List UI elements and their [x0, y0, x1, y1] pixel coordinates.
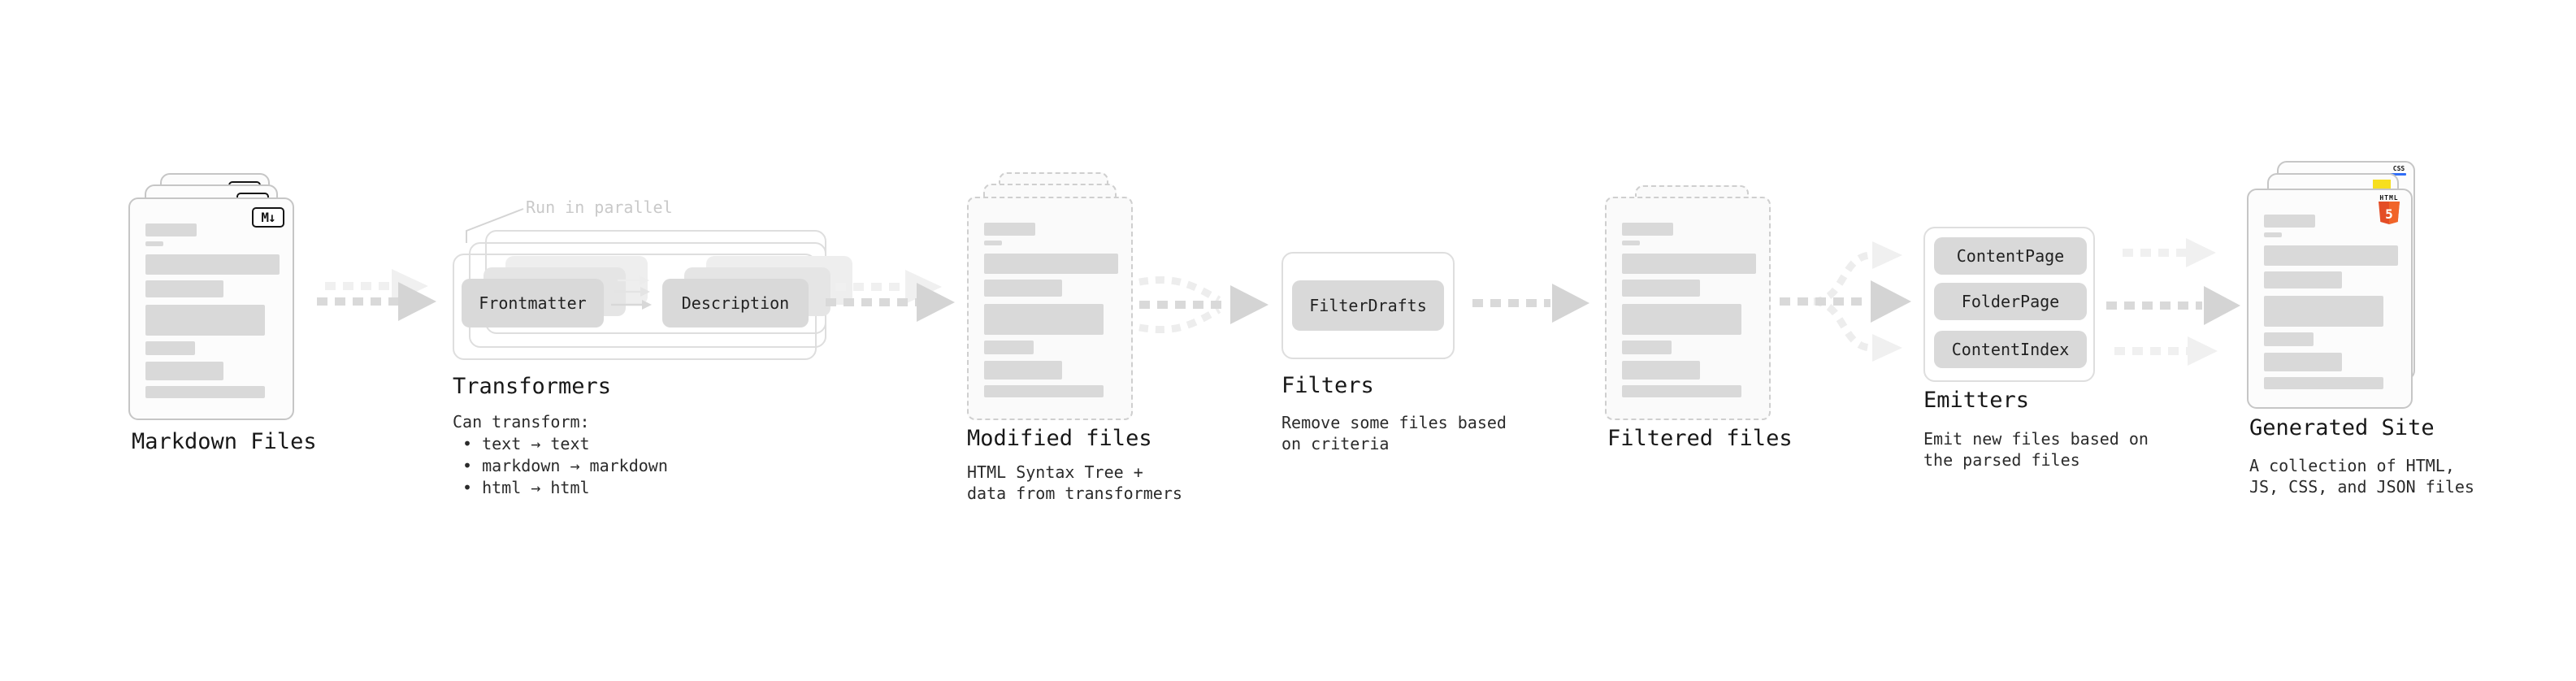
placeholder-bar	[984, 361, 1062, 380]
emitter-frame	[1923, 227, 2095, 382]
description-line: data from transformers	[967, 484, 1182, 503]
emitter-box-folderpage: FolderPage	[1934, 283, 2087, 320]
placeholder-bar	[145, 241, 163, 246]
file-card: HTML 5	[2247, 189, 2413, 409]
placeholder-bar	[2264, 232, 2282, 237]
run-in-parallel-note: Run in parallel	[526, 197, 673, 217]
bullet-item: text → text	[462, 433, 668, 455]
html5-icon: HTML 5	[2379, 194, 2400, 228]
html5-icon-label: HTML	[2379, 194, 2399, 202]
file-card: M↓	[128, 197, 294, 420]
transformer-box-description: Description	[662, 279, 809, 327]
description-line: Emit new files based on	[1923, 429, 2149, 449]
arrow-filtered-to-emitters-fanout	[1780, 241, 1911, 362]
css-icon-label: CSS	[2392, 165, 2405, 172]
bullet-item: html → html	[462, 477, 668, 499]
filters-description: Remove some files based on criteria	[1281, 412, 1507, 454]
css-icon: CSS	[2390, 166, 2408, 176]
description-line: A collection of HTML,	[2249, 456, 2455, 475]
placeholder-bar	[2264, 353, 2342, 371]
file-card-content	[2249, 190, 2411, 407]
file-card-dashed	[1605, 197, 1771, 420]
markdown-icon: M↓	[252, 207, 284, 228]
placeholder-bar	[2264, 332, 2314, 346]
placeholder-bar	[2264, 271, 2342, 288]
placeholder-bar	[145, 362, 223, 380]
generated-description: A collection of HTML, JS, CSS, and JSON …	[2249, 455, 2474, 497]
placeholder-bar	[984, 304, 1104, 335]
placeholder-bar	[1622, 385, 1741, 397]
placeholder-bar	[145, 223, 197, 236]
arrow-modified-to-filters-converge	[1138, 276, 1268, 333]
arrow-markdown-to-transformers	[317, 269, 436, 321]
placeholder-bar	[145, 280, 223, 297]
placeholder-bar	[984, 223, 1035, 236]
placeholder-bar	[2264, 377, 2383, 389]
stage-title-filtered-files: Filtered files	[1607, 426, 1793, 451]
modified-description: HTML Syntax Tree + data from transformer…	[967, 462, 1182, 504]
placeholder-bar	[984, 241, 1002, 245]
placeholder-bar	[145, 305, 265, 336]
bullet-item: markdown → markdown	[462, 455, 668, 477]
placeholder-bar	[984, 385, 1104, 397]
stage-title-modified-files: Modified files	[967, 426, 1152, 451]
filter-frame	[1281, 252, 1455, 359]
stage-title-emitters: Emitters	[1923, 388, 2030, 413]
placeholder-bar	[2264, 296, 2383, 327]
placeholder-bar	[1622, 340, 1672, 354]
placeholder-bar	[984, 280, 1062, 297]
placeholder-bar	[2264, 245, 2398, 266]
placeholder-bar	[1622, 361, 1700, 380]
css-icon-underline	[2390, 173, 2406, 176]
file-card-content	[969, 198, 1131, 419]
arrow-emitters-to-generated	[2106, 238, 2240, 366]
placeholder-bar	[1622, 280, 1700, 297]
transformers-description: Can transform:	[453, 412, 590, 432]
html5-shield: 5	[2379, 202, 2400, 224]
description-line: on criteria	[1281, 434, 1390, 453]
emitters-description: Emit new files based on the parsed files	[1923, 428, 2149, 471]
placeholder-bar	[145, 341, 195, 355]
transformer-box-frontmatter: Frontmatter	[462, 279, 604, 327]
stage-title-markdown-files: Markdown Files	[132, 429, 317, 454]
emitter-box-contentpage: ContentPage	[1934, 237, 2087, 275]
placeholder-bar	[984, 340, 1034, 354]
file-card-content	[1607, 198, 1769, 419]
placeholder-bar	[984, 254, 1118, 274]
stage-title-filters: Filters	[1281, 373, 1374, 398]
placeholder-bar	[145, 254, 280, 275]
placeholder-bar	[2264, 215, 2315, 228]
description-line: Remove some files based	[1281, 413, 1507, 432]
emitter-box-contentindex: ContentIndex	[1934, 331, 2087, 368]
placeholder-bar	[1622, 304, 1741, 335]
stage-title-transformers: Transformers	[453, 374, 612, 399]
transformers-bullet-list: text → text markdown → markdown html → h…	[462, 433, 668, 499]
placeholder-bar	[1622, 241, 1640, 245]
description-line: JS, CSS, and JSON files	[2249, 477, 2474, 497]
arrow-filters-to-filtered	[1472, 284, 1589, 323]
description-line: the parsed files	[1923, 450, 2080, 470]
placeholder-bar	[1622, 254, 1756, 274]
placeholder-bar	[1622, 223, 1673, 236]
file-card-dashed	[967, 197, 1133, 420]
placeholder-bar	[145, 386, 265, 398]
file-card-content	[130, 199, 293, 419]
filter-box-filterdrafts: FilterDrafts	[1292, 280, 1444, 331]
description-line: HTML Syntax Tree +	[967, 462, 1143, 482]
stage-title-generated-site: Generated Site	[2249, 415, 2435, 440]
html5-icon-numeral: 5	[2385, 206, 2393, 222]
